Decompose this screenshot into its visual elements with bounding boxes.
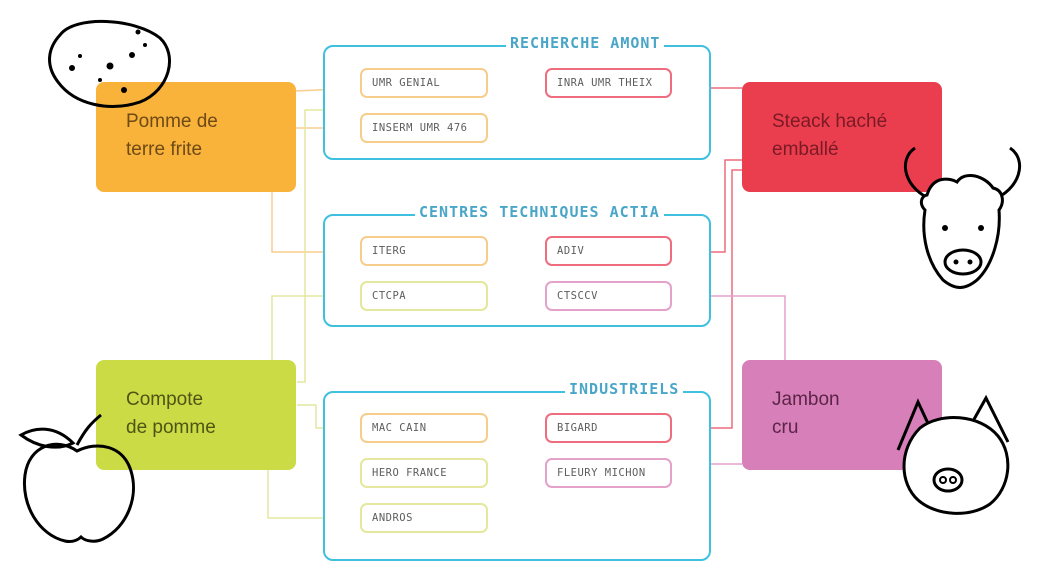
technical-group-title: CENTRES TECHNIQUES ACTIA xyxy=(415,203,664,221)
product-compote-line2: de pomme xyxy=(126,417,216,438)
tag-hero-france: HERO FRANCE xyxy=(360,458,488,488)
product-potato-line2: terre frite xyxy=(126,139,203,160)
product-potato-line1: Pomme de xyxy=(126,111,218,132)
tag-inserm-umr: INSERM UMR 476 xyxy=(360,113,488,143)
product-potato: Pomme de terre frite xyxy=(96,82,296,192)
pig-icon xyxy=(896,394,1010,515)
product-steak-line1: Steack haché xyxy=(772,111,888,132)
product-ham-line1: Jambon xyxy=(772,389,840,410)
potato-icon xyxy=(48,19,171,108)
product-ham-line2: cru xyxy=(772,417,799,438)
tag-ctcpa: CTCPA xyxy=(360,281,488,311)
tag-fleury-michon: FLEURY MICHON xyxy=(545,458,672,488)
product-steak-line2: emballé xyxy=(772,139,839,160)
tag-ctsccv: CTSCCV xyxy=(545,281,672,311)
apple-icon xyxy=(18,413,135,543)
tag-bigard: BIGARD xyxy=(545,413,672,443)
connector-compote xyxy=(267,109,360,519)
tag-iterg: ITERG xyxy=(360,236,488,266)
industrial-group-title: INDUSTRIELS xyxy=(565,380,684,398)
tag-adiv: ADIV xyxy=(545,236,672,266)
product-steak: Steack haché emballé xyxy=(742,82,942,192)
tag-inra-umr-theix: INRA UMR THEIX xyxy=(545,68,672,98)
product-compote: Compote de pomme xyxy=(96,360,296,470)
product-ham: Jambon cru xyxy=(742,360,942,470)
research-group-title: RECHERCHE AMONT xyxy=(506,34,665,52)
tag-mac-cain: MAC CAIN xyxy=(360,413,488,443)
bull-icon xyxy=(903,146,1022,289)
tag-andros: ANDROS xyxy=(360,503,488,533)
tag-umr-genial: UMR GENIAL xyxy=(360,68,488,98)
product-compote-line1: Compote xyxy=(126,389,204,410)
